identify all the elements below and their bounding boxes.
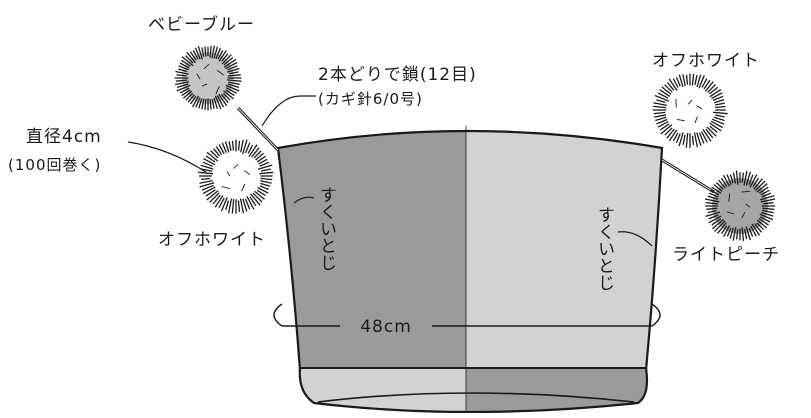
seam-label-right: すくいとじ bbox=[594, 206, 614, 291]
brim-left-panel bbox=[290, 365, 466, 413]
measure-right-bracket bbox=[652, 304, 660, 326]
cord-right-inner bbox=[662, 160, 714, 192]
pompom-bottom-left-label: オフホワイト bbox=[158, 230, 266, 250]
pompom-top-right-label: オフホワイト bbox=[652, 51, 760, 71]
pompom-top-left-label: ベビーブルー bbox=[148, 14, 255, 35]
seam-label-left: すくいとじ bbox=[316, 186, 336, 271]
pompom-size-line1: 直径4cm bbox=[26, 127, 102, 147]
pompom-size-line2: (100回巻く) bbox=[8, 156, 101, 174]
hat-left-panel bbox=[270, 100, 466, 380]
pompom-bottom-right-label: ライトピーチ bbox=[672, 245, 780, 265]
hat-brim bbox=[290, 365, 656, 413]
pompom-off-white-left bbox=[198, 140, 273, 214]
pompom-light-peach bbox=[705, 171, 775, 242]
cord-left-inner bbox=[238, 108, 278, 150]
measure-left-bracket bbox=[274, 304, 282, 326]
pompom-off-white-right bbox=[653, 74, 728, 148]
pompom-strand bbox=[201, 179, 210, 180]
cord-spec-line2: (カギ針6/0号) bbox=[318, 90, 423, 108]
cord-spec-leader bbox=[262, 96, 316, 126]
brim-right-panel bbox=[466, 365, 656, 413]
pompom-size-leader bbox=[128, 142, 206, 172]
width-measure-label: 48cm bbox=[360, 317, 412, 337]
pompom-baby-blue bbox=[175, 46, 242, 111]
pompom-strand bbox=[693, 136, 694, 145]
cord-spec-line1: 2本どりで鎖(12目) bbox=[318, 65, 477, 85]
hat-right-panel bbox=[466, 100, 666, 380]
